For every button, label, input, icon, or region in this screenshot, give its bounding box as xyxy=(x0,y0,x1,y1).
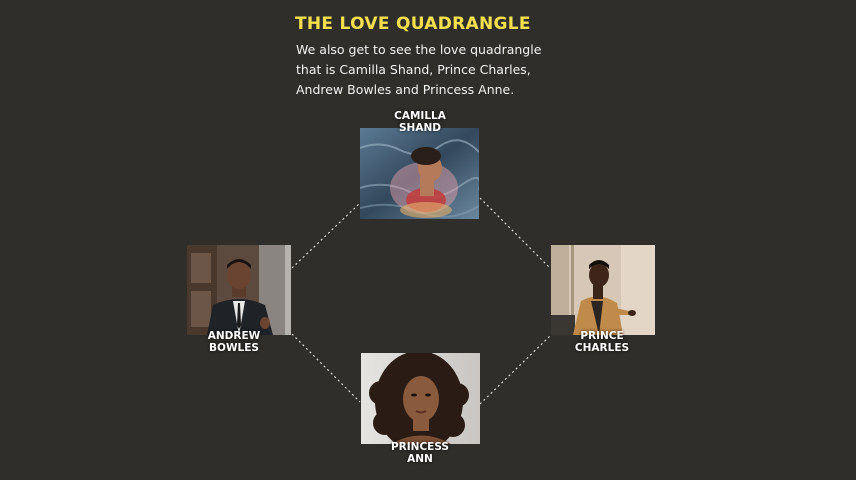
photo-andrew-bowles xyxy=(187,245,291,335)
connector-bottom-left xyxy=(291,333,361,403)
label-princess-ann: PRINCESS ANN xyxy=(390,441,449,465)
label-camilla-shand: CAMILLA SHAND xyxy=(394,110,446,134)
slide-description: We also get to see the love quadrangle t… xyxy=(296,42,542,97)
connector-top-left xyxy=(291,202,361,269)
photo-prince-charles xyxy=(551,245,655,335)
connector-bottom-right xyxy=(479,335,551,405)
slide-title: THE LOVE QUADRANGLE xyxy=(295,14,531,34)
photo-camilla-shand xyxy=(360,128,479,219)
label-prince-charles: PRINCE CHARLES xyxy=(574,330,630,354)
photo-princess-ann xyxy=(361,353,480,444)
connector-top-right xyxy=(479,197,551,269)
label-andrew-bowles: ANDREW BOWLES xyxy=(207,330,261,354)
